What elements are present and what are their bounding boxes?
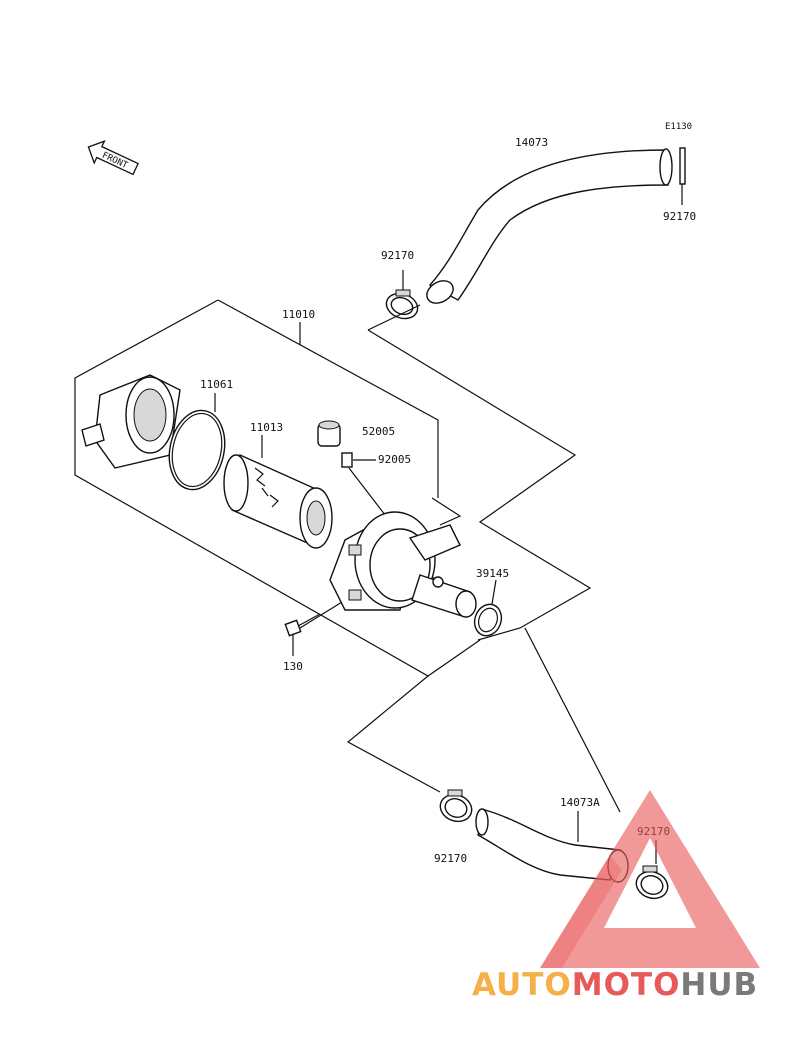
upper-pipe [426, 148, 673, 304]
callout-11013: 11013 [250, 421, 283, 434]
cap [317, 420, 341, 447]
callout-14073a: 14073A [560, 796, 600, 809]
cleaner-housing-cup [81, 374, 181, 469]
lower-outline [346, 627, 621, 813]
callout-e1130: E1130 [665, 122, 692, 132]
upper-clamp [385, 270, 419, 320]
small-clip [679, 147, 686, 205]
callout-92005: 92005 [378, 453, 411, 466]
watermark-hub: HUB [680, 967, 758, 1003]
callout-11061: 11061 [200, 378, 233, 391]
callout-92170-upper-left: 92170 [381, 249, 414, 262]
callout-130: 130 [283, 660, 303, 673]
watermark-auto: AUTO [472, 967, 572, 1003]
cleaner-housing-body [329, 511, 477, 618]
callout-14073: 14073 [515, 136, 548, 149]
lower-clamp-right [635, 840, 669, 900]
watermark-moto: MOTO [572, 967, 681, 1003]
callout-52005: 52005 [362, 425, 395, 438]
callout-11010: 11010 [282, 308, 315, 321]
bolt [284, 613, 321, 656]
ring [473, 579, 503, 637]
assembly-outline [74, 299, 592, 677]
callout-39145: 39145 [476, 567, 509, 580]
callout-92170-lower-left: 92170 [434, 852, 467, 865]
watermark-logo: AUTOMOTOHUB [472, 790, 760, 1003]
o-ring [168, 393, 226, 491]
svg-text:AUTOMOTOHUB: AUTOMOTOHUB [472, 967, 758, 1003]
callout-92170-upper-right: 92170 [663, 210, 696, 223]
warning-triangle-icon [540, 790, 760, 968]
filter-element [223, 435, 333, 549]
front-arrow-icon: FRONT [87, 140, 139, 176]
lower-clamp-left [439, 789, 473, 823]
